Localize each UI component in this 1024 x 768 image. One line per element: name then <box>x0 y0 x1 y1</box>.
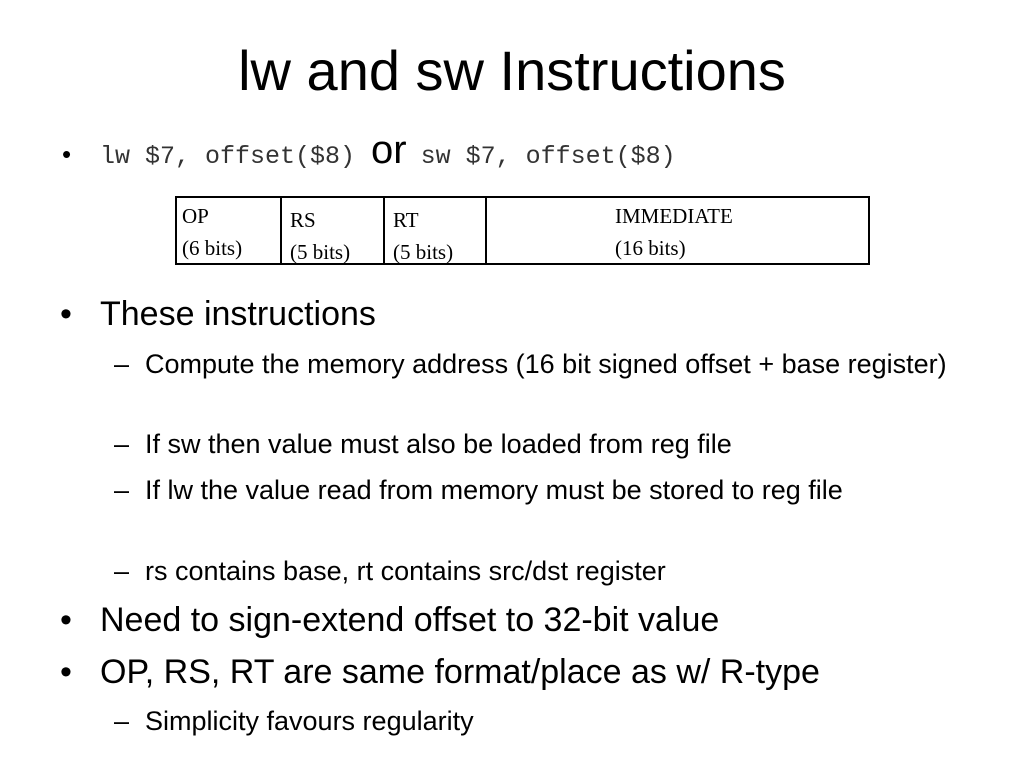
dash-mark: – <box>114 475 130 505</box>
sub-bullet-text: If lw the value read from memory must be… <box>145 475 843 505</box>
code-example-line: • lw $7, offset($8) or sw $7, offset($8) <box>62 128 676 178</box>
sub-bullet-item: – rs contains base, rt contains src/dst … <box>114 554 965 588</box>
field-bits: (5 bits) <box>290 240 351 264</box>
bullet-text: Need to sign-extend offset to 32-bit val… <box>100 601 720 639</box>
bullet-text: OP, RS, RT are same format/place as w/ R… <box>100 653 820 691</box>
field-bits: (16 bits) <box>615 236 686 260</box>
bullet-item: • Need to sign-extend offset to 32-bit v… <box>60 600 719 640</box>
bullet-text: These instructions <box>100 295 376 333</box>
dash-mark: – <box>114 556 130 586</box>
field-bits: (5 bits) <box>393 240 454 264</box>
bullet-mark: • <box>60 601 72 639</box>
lw-code: lw $7, offset($8) <box>100 142 356 171</box>
dash-mark: – <box>114 349 130 379</box>
sub-bullet-item: – Compute the memory address (16 bit sig… <box>114 347 965 381</box>
field-name: IMMEDIATE <box>615 204 733 228</box>
field-name: OP <box>182 204 209 228</box>
field-op: OP (6 bits) <box>177 198 282 263</box>
sub-bullet-item: – If lw the value read from memory must … <box>114 473 965 507</box>
sw-code: sw $7, offset($8) <box>420 142 676 171</box>
field-bits: (6 bits) <box>182 236 243 260</box>
sub-bullet-text: If sw then value must also be loaded fro… <box>145 429 732 459</box>
field-rs: RS (5 bits) <box>282 198 385 264</box>
bullet-item: • These instructions <box>60 294 376 334</box>
bullet-mark: • <box>62 139 72 169</box>
dash-mark: – <box>114 429 130 459</box>
dash-mark: – <box>114 706 130 736</box>
sub-bullet-item: – Simplicity favours regularity <box>114 704 965 738</box>
field-immediate: IMMEDIATE (16 bits) <box>487 198 868 263</box>
bullet-item: • OP, RS, RT are same format/place as w/… <box>60 652 820 692</box>
field-rt: RT (5 bits) <box>385 198 487 264</box>
instruction-format-table: OP (6 bits) RS (5 bits) RT (5 bits) IMME… <box>175 196 870 265</box>
slide-title: lw and sw Instructions <box>238 39 786 102</box>
sub-bullet-text: Simplicity favours regularity <box>145 706 474 736</box>
bullet-mark: • <box>60 653 72 691</box>
sub-bullet-item: – If sw then value must also be loaded f… <box>114 427 965 461</box>
field-name: RS <box>290 208 316 232</box>
field-name: RT <box>393 208 419 232</box>
sub-bullet-text: Compute the memory address (16 bit signe… <box>145 349 947 379</box>
or-word: or <box>371 128 407 172</box>
bullet-mark: • <box>60 295 72 333</box>
sub-bullet-text: rs contains base, rt contains src/dst re… <box>145 556 666 586</box>
